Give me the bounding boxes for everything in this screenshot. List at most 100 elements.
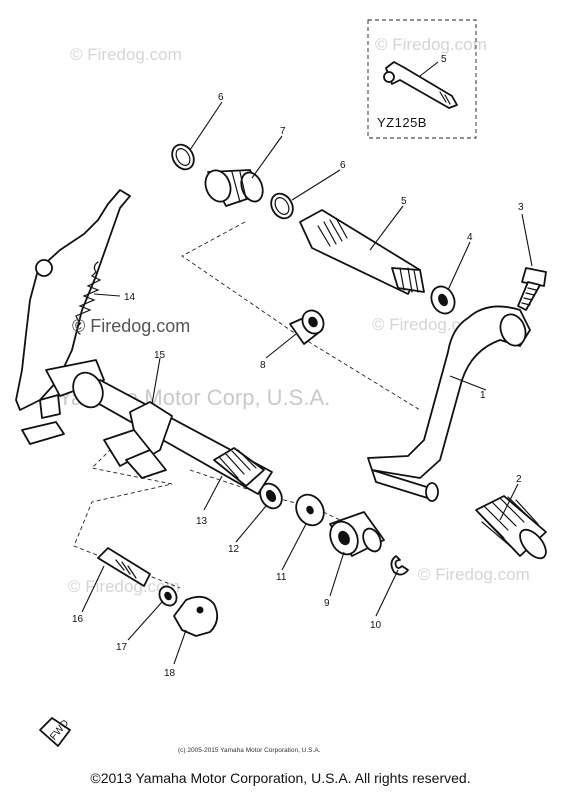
- part-14-spring: [75, 261, 102, 335]
- fwd-arrow: [39, 717, 71, 747]
- callout-numbers: 1 2 3 4 5 6 6 7 8 9 10 11 12 13 14 15 16…: [72, 92, 524, 679]
- callout-12: 12: [228, 544, 240, 555]
- callout-4: 4: [467, 232, 473, 243]
- leader-13: [203, 475, 223, 511]
- oring-inner: [274, 197, 290, 215]
- part-11-washer: [295, 493, 325, 527]
- callout-6a: 6: [218, 92, 224, 103]
- leader-14: [93, 293, 121, 297]
- plate-body: [173, 595, 219, 637]
- collar-face: [204, 169, 232, 203]
- leader-8: [265, 333, 297, 359]
- part-6-oring-upper: [171, 143, 195, 171]
- spring-coil: [75, 261, 102, 335]
- circlip: [390, 555, 409, 576]
- leader-7: [251, 135, 283, 179]
- shaft-spline: [317, 217, 348, 247]
- bolt-thread: [521, 287, 537, 306]
- seal-hole: [265, 489, 277, 503]
- callout-1: 1: [480, 390, 486, 401]
- callout-8: 8: [260, 360, 266, 371]
- part-2-pedal-rubber: [475, 495, 547, 560]
- pedal-arm: [367, 305, 531, 479]
- part-9-collar: [329, 511, 385, 557]
- leader-lines: [81, 101, 533, 665]
- oring-outer: [270, 192, 294, 220]
- watermark-overlay: © Firedog.com: [72, 316, 190, 336]
- arm-pivot: [35, 259, 53, 277]
- leader-9: [329, 551, 345, 597]
- fwd-mark: FWD: [39, 717, 71, 747]
- callout-18: 18: [164, 668, 176, 679]
- inset-border: [367, 19, 477, 139]
- collar-knurl: [231, 171, 247, 203]
- pin-body: [97, 547, 151, 587]
- callout-13: 13: [196, 516, 208, 527]
- alignment-line-pin: [73, 439, 181, 589]
- washer-hole: [438, 293, 448, 307]
- part-8-bushing: [289, 309, 325, 345]
- oring-outer: [171, 143, 195, 171]
- watermark-site: © Firedog.com: [418, 565, 530, 584]
- shaft-groove-lines: [399, 267, 419, 293]
- leader-2: [499, 483, 519, 521]
- washer11-hole: [306, 505, 314, 515]
- shaft-flange: [72, 371, 104, 409]
- leader-17: [127, 601, 163, 641]
- part-7-collar: [204, 169, 264, 207]
- callout-2: 2: [516, 474, 522, 485]
- part-17-washer: [158, 585, 178, 607]
- inset-box: 5 YZ125B: [367, 19, 477, 139]
- leader-16: [81, 565, 105, 613]
- leader-5: [369, 205, 404, 251]
- callout-7: 7: [280, 126, 286, 137]
- inset-label: YZ125B: [377, 115, 427, 130]
- inset-shaft-spline: [439, 91, 451, 105]
- plate-hole: [196, 606, 204, 614]
- rubber-ribs: [479, 496, 539, 547]
- spline-lines: [219, 449, 257, 479]
- shaft-grooves: [391, 267, 425, 293]
- part-13-spline: [213, 447, 265, 487]
- leader-15: [151, 357, 161, 405]
- callout-3: 3: [518, 202, 524, 213]
- alignment-line-shaft: [181, 221, 421, 411]
- leader-18: [173, 629, 187, 665]
- small-copyright: (c) 2005-2015 Yamaha Motor Corporation, …: [178, 747, 321, 754]
- callout-9: 9: [324, 598, 330, 609]
- leader-6b: [291, 169, 341, 201]
- arm-foot: [21, 421, 65, 445]
- part-3-bolt: [517, 267, 547, 311]
- part-12-oil-seal: [259, 482, 283, 510]
- spline-body: [213, 447, 265, 487]
- leader-4: [447, 241, 471, 291]
- collar9-end: [362, 527, 382, 553]
- rubber-end: [519, 528, 547, 560]
- leader-1: [449, 375, 487, 391]
- part-10-circlip: [390, 555, 409, 576]
- part-6-oring-lower: [270, 192, 294, 220]
- callout-11: 11: [276, 572, 287, 583]
- inset-part-number: 5: [441, 54, 447, 65]
- part-1-shift-pedal: [367, 305, 531, 502]
- footer-copyright: ©2013 Yamaha Motor Corporation, U.S.A. A…: [90, 770, 471, 786]
- pin-knurl: [115, 559, 137, 579]
- inset-shaft: [385, 61, 458, 109]
- leader-11: [281, 523, 307, 571]
- leader-12: [235, 505, 267, 543]
- callout-5: 5: [401, 196, 407, 207]
- pedal-clamp: [499, 313, 527, 347]
- callout-10: 10: [370, 620, 382, 631]
- collar-end: [240, 171, 264, 203]
- callout-14: 14: [124, 292, 136, 303]
- bolt-shank: [517, 281, 541, 311]
- callout-16: 16: [72, 614, 84, 625]
- inset-shaft-eye: [383, 71, 395, 83]
- part-5-shift-shaft: [299, 209, 425, 295]
- bushing-hole: [308, 316, 318, 328]
- part-18-stopper-plate: [173, 595, 219, 637]
- washer17-hole: [164, 591, 172, 601]
- callout-17: 17: [116, 642, 128, 653]
- shaft-claw-lower: [125, 449, 167, 479]
